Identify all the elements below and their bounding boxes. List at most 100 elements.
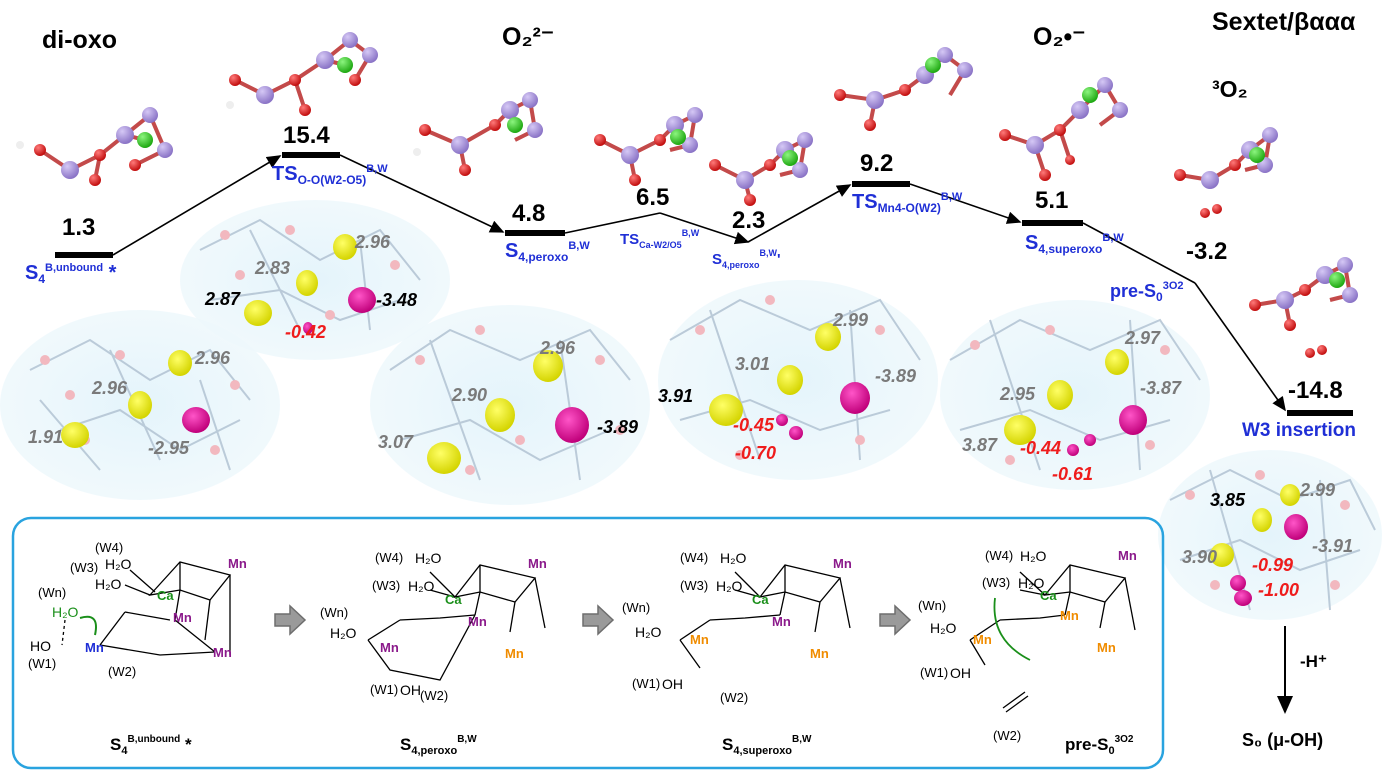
spin-value: -2.95 <box>148 438 190 458</box>
spin-value: -3.48 <box>376 290 418 310</box>
scheme-label: Mn <box>505 646 524 661</box>
header-triplet-o2: ³O₂ <box>1212 76 1248 102</box>
scheme-label: Mn <box>85 640 104 655</box>
scheme-label: H₂O <box>1018 575 1045 591</box>
scheme-label: Mn <box>1118 548 1137 563</box>
scheme-label: Mn <box>468 614 487 629</box>
scheme-label: (Wn) <box>918 598 947 613</box>
spin-value: 2.97 <box>1125 328 1161 348</box>
energy-value: 5.1 <box>1035 187 1069 214</box>
scheme-label: H₂O <box>716 578 743 594</box>
alpha-spin-lobes <box>61 234 1300 567</box>
scheme-label: H₂O <box>52 604 79 620</box>
state-label-peroxo: S4,peroxoB,W <box>505 240 590 264</box>
beta-spin-lobes <box>182 287 1308 606</box>
scheme-label: H₂O <box>415 550 442 566</box>
scheme-label: Mn <box>833 556 852 571</box>
state-label-unbound: S4B,unbound * <box>25 262 117 286</box>
scheme-label: (W3) <box>982 575 1011 590</box>
scheme-label: H₂O <box>1020 548 1047 564</box>
spin-value: -3.91 <box>1312 536 1354 556</box>
scheme-label: (W3) <box>70 560 99 575</box>
spin-value: 3.85 <box>1210 490 1246 510</box>
header-dioxo: di-oxo <box>42 26 117 54</box>
scheme-label: (W4) <box>375 550 404 565</box>
spin-value: -0.61 <box>1052 464 1094 484</box>
header-peroxide: O₂²⁻ <box>502 23 555 51</box>
energy-value: -3.2 <box>1186 238 1228 265</box>
energy-value: 2.3 <box>732 207 766 234</box>
state-label-ts-ca: TSCa-W2/O5B,W <box>620 228 700 250</box>
scheme-label: H₂O <box>105 556 132 572</box>
reaction-path <box>112 154 1286 412</box>
scheme-label: Mn <box>228 556 247 571</box>
scheme-label: (W2) <box>420 688 449 703</box>
scheme-arrows <box>274 604 912 636</box>
scheme-label: (W4) <box>985 548 1014 563</box>
bottom-label-superoxo: S4,superoxoB,W <box>722 734 812 757</box>
scheme-2-structure <box>367 564 546 681</box>
spin-value: 3.07 <box>378 432 414 452</box>
scheme-label: H₂O <box>330 625 357 641</box>
energy-value: 1.3 <box>62 214 96 241</box>
energy-levels <box>55 152 1353 416</box>
scheme-label: Mn <box>528 556 547 571</box>
spin-value: 3.91 <box>658 386 694 406</box>
scheme-label: (W1) <box>370 682 399 697</box>
spin-value: -3.89 <box>597 417 639 437</box>
scheme-label: (W2) <box>108 664 137 679</box>
spin-value: 2.95 <box>1000 384 1036 404</box>
scheme-label: (Wn) <box>622 600 651 615</box>
scheme-label: (Wn) <box>38 585 67 600</box>
header-sextet: Sextet/βααα <box>1212 8 1356 36</box>
scheme-label: H₂O <box>95 576 122 592</box>
state-label-peroxo-prime: S4,peroxoB,W' <box>712 248 781 270</box>
scheme-label: OH <box>400 682 421 698</box>
deprotonation-label: -H⁺ <box>1300 652 1327 671</box>
energy-value: -14.8 <box>1288 377 1343 404</box>
spin-value: -3.89 <box>875 366 917 386</box>
spin-value: 2.87 <box>205 289 241 309</box>
spin-value: 2.90 <box>452 385 488 405</box>
scheme-label: Mn <box>810 646 829 661</box>
spin-value: 2.96 <box>92 378 128 398</box>
spin-value: -1.00 <box>1258 580 1300 600</box>
scheme-label: Mn <box>772 614 791 629</box>
spin-value: -0.99 <box>1252 555 1294 575</box>
scheme-box <box>11 516 1165 770</box>
state-label-superoxo: S4,superoxoB,W <box>1025 232 1124 256</box>
scheme-label: OH <box>662 676 683 692</box>
spin-value: 2.83 <box>255 258 291 278</box>
scheme-label: Mn <box>973 632 992 647</box>
state-label-w3-insertion: W3 insertion <box>1242 420 1357 441</box>
spin-value: 2.96 <box>540 338 576 358</box>
scheme-label: H₂O <box>930 620 957 636</box>
scheme-label: (W1) <box>920 665 949 680</box>
energy-value: 6.5 <box>636 184 670 211</box>
spin-value: 2.96 <box>195 348 231 368</box>
scheme-label: (W4) <box>95 540 124 555</box>
scheme-label: (W2) <box>720 690 749 705</box>
scheme-label: Mn <box>380 640 399 655</box>
scheme-label: Mn <box>1060 608 1079 623</box>
scheme-label: H₂O <box>408 578 435 594</box>
scheme-label: (W1) <box>28 656 57 671</box>
scheme-label: Mn <box>213 645 232 660</box>
scheme-label: Ca <box>1040 588 1057 603</box>
energy-value: 9.2 <box>860 150 894 177</box>
bottom-label-unbound: S4B,unbound * <box>110 734 192 757</box>
scheme-label: H₂O <box>635 624 662 640</box>
scheme-label: Ca <box>752 592 769 607</box>
spin-value: 1.91 <box>28 427 64 447</box>
scheme-3-structure <box>679 564 851 669</box>
scheme-label: Mn <box>173 610 192 625</box>
scheme-label: HO <box>30 638 51 654</box>
spin-value: 2.96 <box>355 232 391 252</box>
spin-value: -0.44 <box>1020 438 1062 458</box>
scheme-label: (W3) <box>680 578 709 593</box>
spin-value: 3.87 <box>962 435 998 455</box>
scheme-1-structure <box>61 561 232 656</box>
scheme-label: Ca <box>157 588 174 603</box>
energy-value: 4.8 <box>512 200 546 227</box>
